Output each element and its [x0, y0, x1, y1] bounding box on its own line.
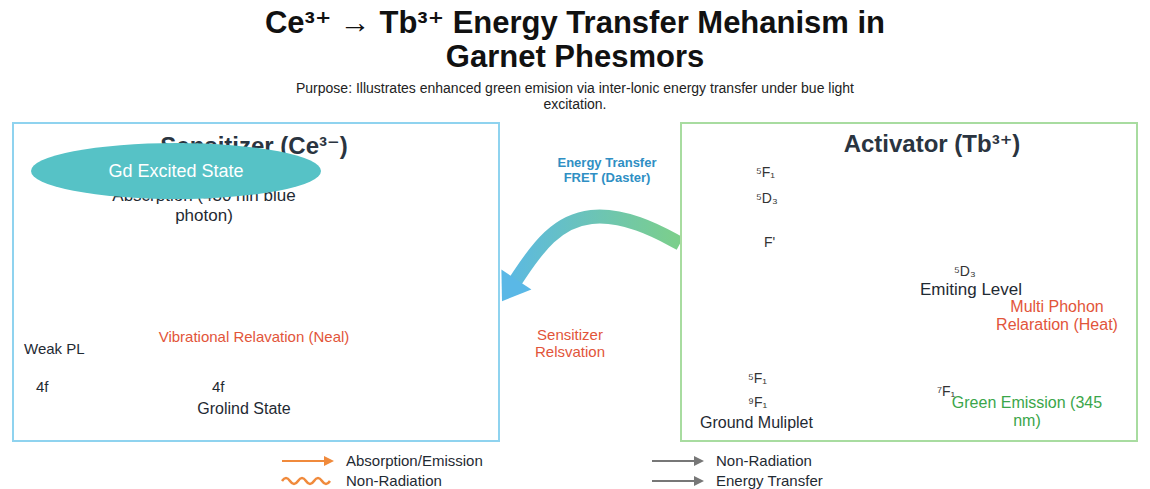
legend-text: Absorption/Emission	[346, 452, 483, 469]
legend-text: Non-Radiation	[716, 452, 812, 469]
level-label: F'	[764, 234, 794, 250]
relaxation-label: Sensitizer Relsvation	[505, 326, 635, 361]
sensitizer-panel: Sensitizer (Ce³⁻)Abscrption (430 nin blu…	[12, 122, 500, 442]
level-label: ⁵D₃	[756, 190, 796, 206]
excited-state-ellipse: Gd Excited State	[30, 142, 322, 200]
legend-text: Energy Transfer	[716, 472, 823, 489]
activator-panel: Activator (Tb³⁺)⁵F₁⁵D₃F'⁵D₃Emiting Level…	[680, 122, 1138, 442]
relaxation-label: Multi Phohon Relaration (Heat)	[982, 298, 1132, 335]
relaxation-label: Vibrational Relavation (Neal)	[154, 328, 354, 345]
ground-state-label: Grolind State	[164, 400, 324, 418]
legend-sample	[280, 474, 336, 488]
ground-multiplet-label: Ground Muliplet	[700, 414, 860, 432]
legend-text: Non-Radiation	[346, 472, 442, 489]
legend-sample	[280, 454, 336, 468]
emitting-level-label: Emiting Level	[920, 280, 1070, 300]
legend-entry: Energy Transfer	[650, 472, 823, 489]
level-label: ⁵F₁	[756, 164, 796, 180]
panel-heading: Activator (Tb³⁺)	[782, 130, 1082, 158]
edge-label: Energy Transfer FRET (Daster)	[540, 156, 674, 186]
diagram-caption: Purpose: Illustrates enhanced green emis…	[265, 80, 885, 112]
diagram-title: Ce³⁺ → Tb³⁺ Energy Transfer Mehanism in …	[255, 6, 895, 74]
legend-entry: Non-Radiation	[650, 452, 812, 469]
energy-transfer-arrow	[501, 217, 680, 302]
state-label: Gd Excited State	[30, 161, 322, 182]
orbital-label: 4f	[212, 378, 242, 395]
legend-entry: Absorption/Emission	[280, 452, 483, 469]
weak-pl-label: Weak PL	[24, 340, 114, 357]
level-label: ⁵F₁	[748, 370, 788, 386]
legend-entry: Non-Radiation	[280, 472, 442, 489]
legend-sample	[650, 474, 706, 488]
level-label: ⁹F₁	[748, 394, 788, 410]
legend-sample	[650, 454, 706, 468]
level-label: ⁵D₃	[954, 263, 1004, 279]
orbital-label: 4f	[36, 378, 66, 395]
emission-label: Green Emission (345 nm)	[942, 394, 1112, 431]
